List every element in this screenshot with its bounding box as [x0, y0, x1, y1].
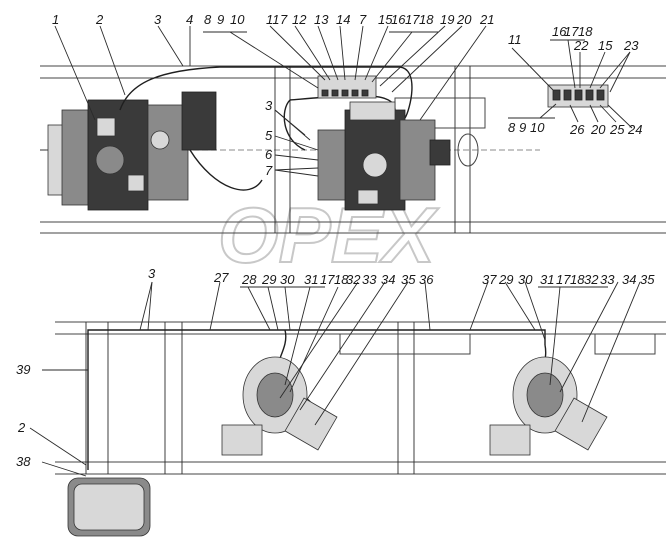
callout-labels-top: 1 2 3 4 8 9 10 11 7 12 13 14 7 15 16 17 … — [52, 12, 494, 27]
callout-13: 13 — [314, 12, 329, 27]
bottom-callout-18b: 18 — [570, 272, 585, 287]
bottom-callout-3: 3 — [148, 266, 156, 281]
leader-lines-bottom — [29, 281, 641, 477]
callout-17: 17 — [405, 12, 420, 27]
bottom-callout-32b: 32 — [584, 272, 599, 287]
bottom-callout-35b: 35 — [640, 272, 655, 287]
bottom-callout-34: 34 — [381, 272, 395, 287]
bottom-callout-31: 31 — [304, 272, 318, 287]
bottom-callout-2: 2 — [17, 420, 26, 435]
callout-3: 3 — [154, 12, 162, 27]
bottom-callout-39: 39 — [16, 362, 30, 377]
leader-lines-detail — [508, 39, 633, 129]
bottom-callout-18: 18 — [334, 272, 349, 287]
callout-5-side: 5 — [265, 128, 273, 143]
axle-assembly-1 — [221, 356, 338, 456]
axle-assembly-2 — [489, 356, 608, 456]
callout-8: 8 — [204, 12, 212, 27]
bottom-callout-37: 37 — [482, 272, 497, 287]
bottom-callout-29: 29 — [261, 272, 276, 287]
bottom-callout-17: 17 — [320, 272, 335, 287]
callout-15: 15 — [378, 12, 393, 27]
callout-6-side: 6 — [265, 147, 273, 162]
detail-callout-11: 11 — [508, 32, 522, 47]
callout-4: 4 — [186, 12, 193, 27]
detail-callout-23: 23 — [623, 38, 639, 53]
detail-callout-15: 15 — [598, 38, 613, 53]
callout-18: 18 — [419, 12, 434, 27]
callout-2: 2 — [95, 12, 104, 27]
callout-3-side: 3 — [265, 98, 273, 113]
bottom-callout-27: 27 — [213, 270, 229, 285]
bottom-callout-32: 32 — [346, 272, 361, 287]
detail-callout-25: 25 — [609, 122, 625, 137]
callout-19: 19 — [440, 12, 454, 27]
callout-9: 9 — [217, 12, 224, 27]
bottom-callout-33: 33 — [362, 272, 377, 287]
watermark-text: OPEX — [218, 191, 439, 279]
detail-callout-26: 26 — [569, 122, 585, 137]
callout-7b: 7 — [359, 12, 367, 27]
bottom-callout-34b: 34 — [622, 272, 636, 287]
detail-connector-view — [547, 84, 609, 108]
detail-callout-10: 10 — [530, 120, 545, 135]
bottom-callout-29b: 29 — [498, 272, 513, 287]
callout-7a: 7 — [280, 12, 288, 27]
callout-10: 10 — [230, 12, 245, 27]
air-tank — [67, 477, 151, 537]
leader-lines-top — [54, 25, 487, 177]
detail-callout-9: 9 — [519, 120, 526, 135]
callout-20: 20 — [456, 12, 472, 27]
left-gearbox — [40, 91, 217, 211]
callout-14: 14 — [336, 12, 350, 27]
bottom-callout-38: 38 — [16, 454, 31, 469]
detail-callout-24: 24 — [627, 122, 642, 137]
callout-labels-detail: 11 16 17 18 22 15 23 8 9 10 26 20 25 24 — [508, 24, 642, 137]
bottom-callout-17b: 17 — [556, 272, 571, 287]
bottom-frame — [55, 321, 666, 475]
detail-callout-20: 20 — [590, 122, 606, 137]
callout-1: 1 — [52, 12, 59, 27]
callout-7-side: 7 — [265, 163, 273, 178]
bottom-callout-33b: 33 — [600, 272, 615, 287]
detail-callout-16: 16 — [552, 24, 567, 39]
callout-labels-left-side: 3 5 6 7 — [265, 98, 273, 178]
callout-labels-bottom: 3 27 28 29 30 31 17 18 32 33 34 35 36 37… — [148, 266, 655, 287]
bottom-callout-36: 36 — [419, 272, 434, 287]
bottom-callout-30b: 30 — [518, 272, 533, 287]
bottom-callout-31b: 31 — [540, 272, 554, 287]
callout-labels-bottom-left: 39 2 38 — [16, 362, 31, 469]
detail-callout-18: 18 — [578, 24, 593, 39]
callout-21: 21 — [479, 12, 494, 27]
detail-callout-17: 17 — [564, 24, 579, 39]
central-gearbox — [317, 101, 451, 211]
callout-16: 16 — [391, 12, 406, 27]
bottom-callout-28: 28 — [241, 272, 257, 287]
callout-12: 12 — [292, 12, 307, 27]
callout-11: 11 — [266, 12, 280, 27]
detail-callout-8: 8 — [508, 120, 516, 135]
bottom-callout-30: 30 — [280, 272, 295, 287]
bottom-callout-35: 35 — [401, 272, 416, 287]
terminal-block-top — [317, 75, 377, 99]
detail-callout-22: 22 — [573, 38, 589, 53]
